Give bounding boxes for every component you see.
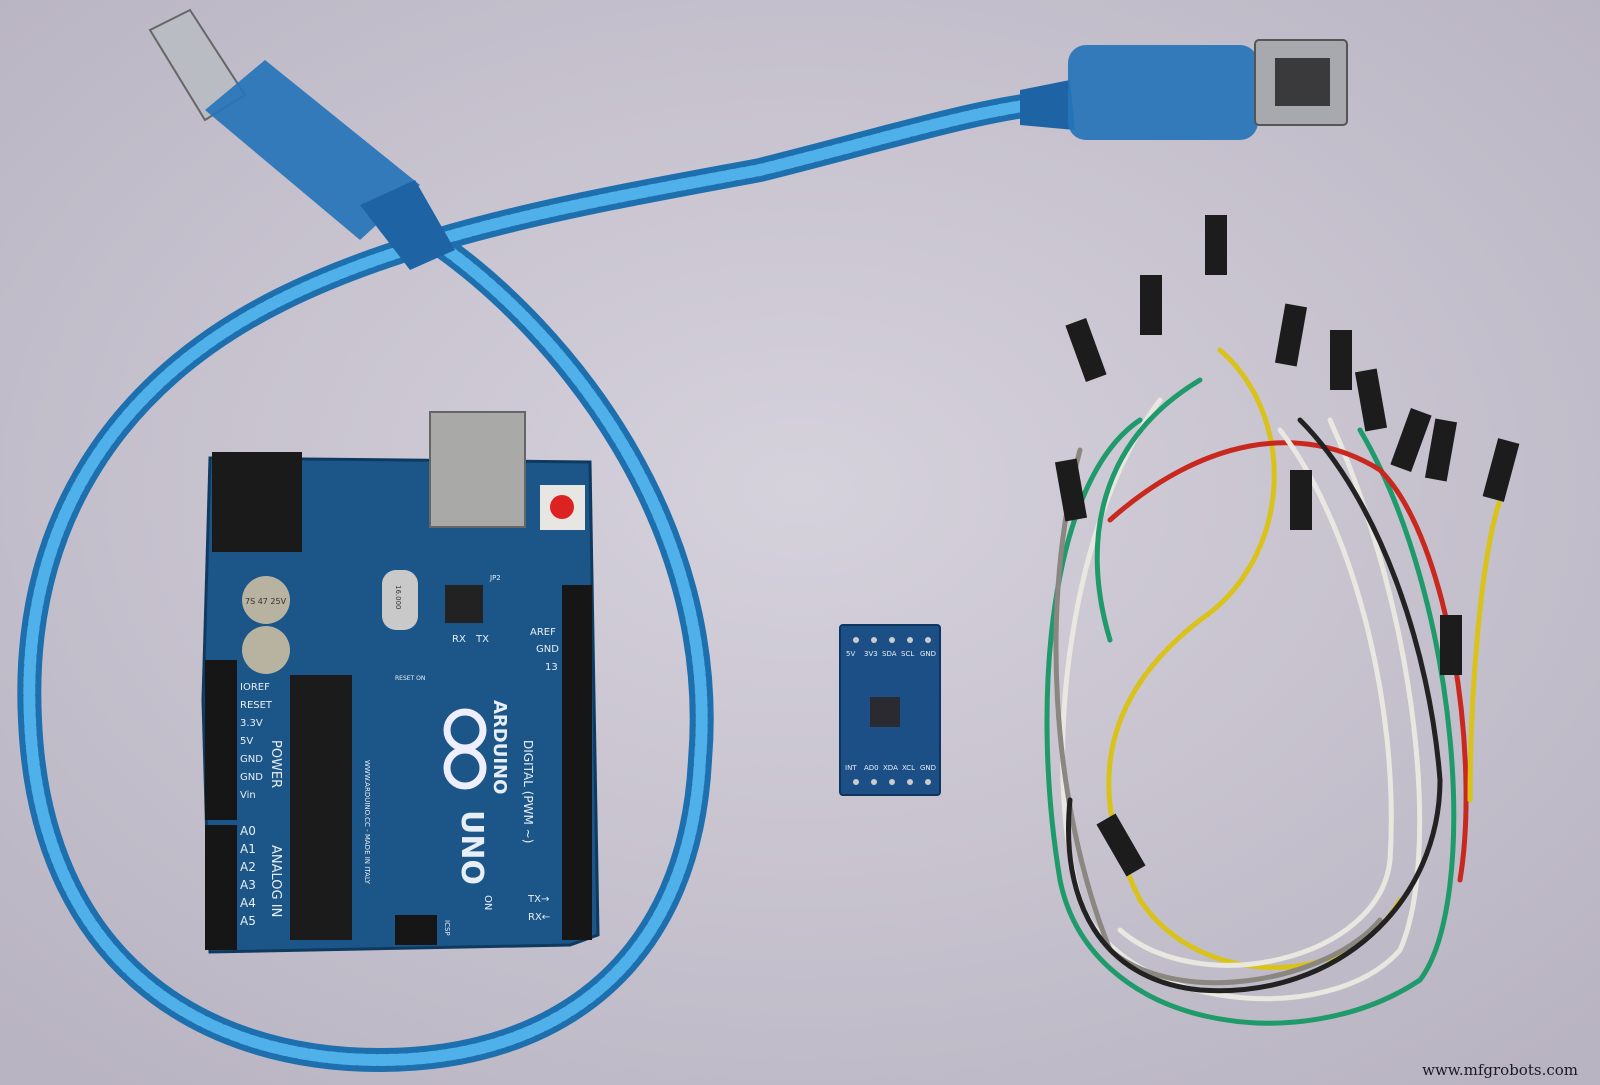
- capacitor: [242, 626, 290, 674]
- jumper-connector: [1424, 418, 1458, 482]
- power-header: [205, 660, 237, 820]
- pin-label: 3V3: [864, 650, 878, 658]
- usb-b-connector: [1020, 39, 1348, 140]
- icsp-label: ICSP: [443, 920, 451, 936]
- pin-label: SDA: [882, 650, 897, 658]
- usb-port: [429, 411, 526, 528]
- capacitor: [242, 576, 290, 624]
- jumper-wire: [1094, 377, 1203, 643]
- jumper-wires-bundle: [1044, 215, 1520, 1026]
- jumper-connector: [1354, 368, 1388, 432]
- pin-label: GND: [920, 650, 936, 658]
- jumper-connector: [1140, 275, 1162, 335]
- rx-label: RX←: [528, 912, 550, 923]
- jumper-wire: [1107, 440, 1469, 883]
- aref-label: AREF: [530, 627, 556, 638]
- jumper-connector: [1205, 215, 1227, 275]
- jumper-wire: [1053, 447, 1383, 986]
- crystal-label: 16.000: [394, 585, 402, 610]
- power-jack: [212, 452, 302, 552]
- jumper-connector: [1440, 615, 1462, 675]
- pin-label: INT: [845, 764, 857, 772]
- jumper-connector: [1482, 438, 1520, 502]
- sensor-bottom-holes: [853, 779, 931, 785]
- pin-label: 3.3V: [240, 718, 263, 729]
- jumper-connector: [1096, 813, 1146, 877]
- pin-label: 5V: [846, 650, 855, 658]
- usb-a-connector: [148, 8, 455, 270]
- pin-label: Vin: [240, 790, 256, 801]
- arduino-model: UNO: [454, 810, 489, 885]
- usb-chip: [445, 585, 483, 623]
- tx-led-label: TX: [475, 634, 489, 645]
- pin-label: A0: [240, 824, 256, 838]
- pin-label: RESET: [240, 700, 273, 711]
- watermark: www.mfgrobots.com: [1422, 1061, 1578, 1079]
- mpu-sensor-module: 5V 3V3 SDA SCL GND INT AD0 XDA XCL GND: [839, 624, 941, 796]
- pin-label: GND: [240, 754, 263, 765]
- jumper-connector: [1065, 318, 1107, 382]
- on-label: ON: [482, 895, 493, 910]
- jumper-connector: [1274, 303, 1308, 367]
- pin-label: GND: [240, 772, 263, 783]
- tx-label: TX→: [527, 894, 549, 905]
- jp2-label: JP2: [489, 574, 501, 582]
- pin-label: A5: [240, 914, 256, 928]
- sensor-top-holes: [853, 637, 931, 643]
- arduino-uno-board: 7S 47 25V ARDUINO UNO DIGITAL (PWM ~) WW…: [201, 411, 600, 954]
- gnd-label: GND: [536, 644, 559, 655]
- jumper-wire: [1044, 417, 1457, 1026]
- sensor-chip: [870, 697, 900, 727]
- pin-label: 5V: [240, 736, 253, 747]
- jumper-wire: [1106, 347, 1403, 970]
- jumper-connector: [1290, 470, 1312, 530]
- jumper-wire: [1060, 397, 1423, 1002]
- arduino-logo: [443, 708, 487, 790]
- pin-label: IOREF: [240, 682, 270, 693]
- jumper-wire: [1467, 497, 1503, 803]
- analog-header: [205, 825, 237, 950]
- reset-on-label: RESET ON: [395, 675, 425, 682]
- reset-button: [550, 495, 574, 519]
- website-label: WWW.ARDUINO.CC - MADE IN ITALY: [363, 760, 371, 885]
- sensor-top-labels: 5V 3V3 SDA SCL GND: [846, 650, 936, 658]
- jumper-wire: [1117, 427, 1394, 968]
- pin-label: XDA: [883, 764, 898, 772]
- analog-label: ANALOG IN: [268, 845, 283, 917]
- power-pin-labels: IOREF RESET 3.3V 5V GND GND Vin: [240, 682, 273, 801]
- crystal: [382, 570, 418, 630]
- jumper-connector: [1330, 330, 1352, 390]
- analog-pin-labels: A0 A1 A2 A3 A4 A5: [240, 824, 256, 928]
- jumper-connector: [1054, 458, 1088, 522]
- jumper-connector: [1390, 408, 1432, 472]
- pin-label: XCL: [902, 764, 915, 772]
- capacitor-label: 7S 47 25V: [245, 597, 287, 606]
- usb-cable: [17, 8, 1348, 1073]
- pin13-label: 13: [545, 662, 558, 673]
- pin-label: SCL: [901, 650, 914, 658]
- pin-label: A4: [240, 896, 256, 910]
- rx-led-label: RX: [452, 634, 466, 645]
- power-label: POWER: [268, 740, 283, 788]
- pin-label: AD0: [864, 764, 879, 772]
- arduino-brand: ARDUINO: [489, 700, 510, 794]
- jumper-wire: [1066, 417, 1443, 994]
- digital-label: DIGITAL (PWM ~): [521, 740, 535, 843]
- sensor-bottom-labels: INT AD0 XDA XCL GND: [845, 764, 936, 772]
- atmega-chip: [290, 675, 352, 940]
- pin-label: A3: [240, 878, 256, 892]
- icsp-header: [395, 915, 437, 945]
- pin-label: A1: [240, 842, 256, 856]
- pin-label: A2: [240, 860, 256, 874]
- pin-label: GND: [920, 764, 936, 772]
- digital-header: [562, 585, 592, 940]
